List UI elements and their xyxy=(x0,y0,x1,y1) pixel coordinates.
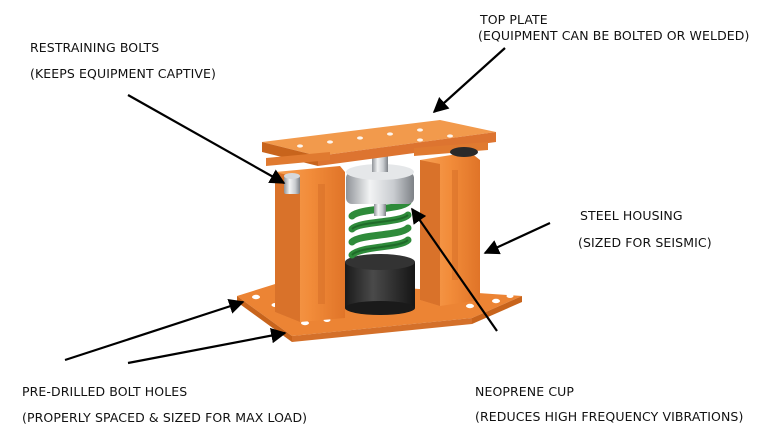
bolt-holes-note: (PROPERLY SPACED & SIZED FOR MAX LOAD) xyxy=(22,410,308,425)
restraining-bolts-title: RESTRAINING BOLTS xyxy=(30,40,160,55)
steel-housing-title: STEEL HOUSING xyxy=(580,208,683,223)
neoprene-cup xyxy=(345,254,415,315)
bolt-holes-title: PRE-DRILLED BOLT HOLES xyxy=(22,384,188,399)
neoprene-cup-note: (REDUCES HIGH FREQUENCY VIBRATIONS) xyxy=(475,409,744,424)
left-housing xyxy=(275,166,345,322)
steel-housing-note: (SIZED FOR SEISMIC) xyxy=(578,235,712,250)
top-plate-note: (EQUIPMENT CAN BE BOLTED OR WELDED) xyxy=(478,28,750,43)
restraining-bolt xyxy=(284,173,300,194)
leader-arrows xyxy=(64,47,551,365)
top-plate-title: TOP PLATE xyxy=(480,12,548,27)
right-housing xyxy=(420,152,480,306)
neoprene-cup-title: NEOPRENE CUP xyxy=(475,384,575,399)
restraining-bolts-note: (KEEPS EQUIPMENT CAPTIVE) xyxy=(30,66,217,81)
top-nut-right xyxy=(450,147,478,157)
top-plate xyxy=(262,120,496,166)
